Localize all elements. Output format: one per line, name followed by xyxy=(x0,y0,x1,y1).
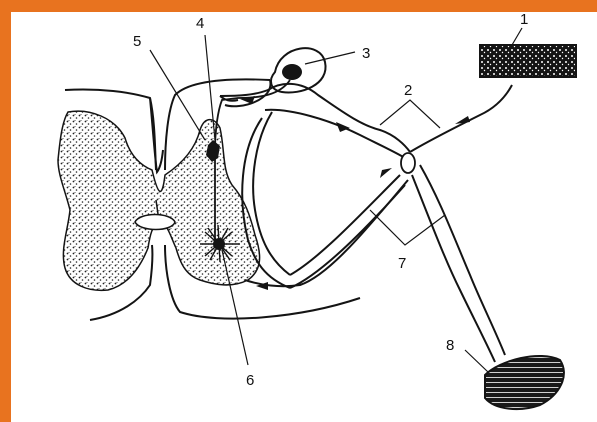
arrow-efferent-1 xyxy=(380,168,392,178)
label-1: 1 xyxy=(520,11,528,28)
gray-matter xyxy=(58,111,260,290)
spinal-nerve xyxy=(242,85,512,362)
label-6: 6 xyxy=(246,372,254,389)
arrow-skin xyxy=(455,116,470,124)
skin-receptor xyxy=(480,45,576,77)
muscle-effector xyxy=(485,356,564,409)
label-3: 3 xyxy=(362,45,370,62)
label-5: 5 xyxy=(133,33,141,50)
spinal-ganglion xyxy=(282,64,302,80)
label-8: 8 xyxy=(446,337,454,354)
label-2: 2 xyxy=(404,82,412,99)
label-4: 4 xyxy=(196,15,204,32)
label-7: 7 xyxy=(398,255,406,272)
arrow-afferent-2 xyxy=(336,122,350,132)
